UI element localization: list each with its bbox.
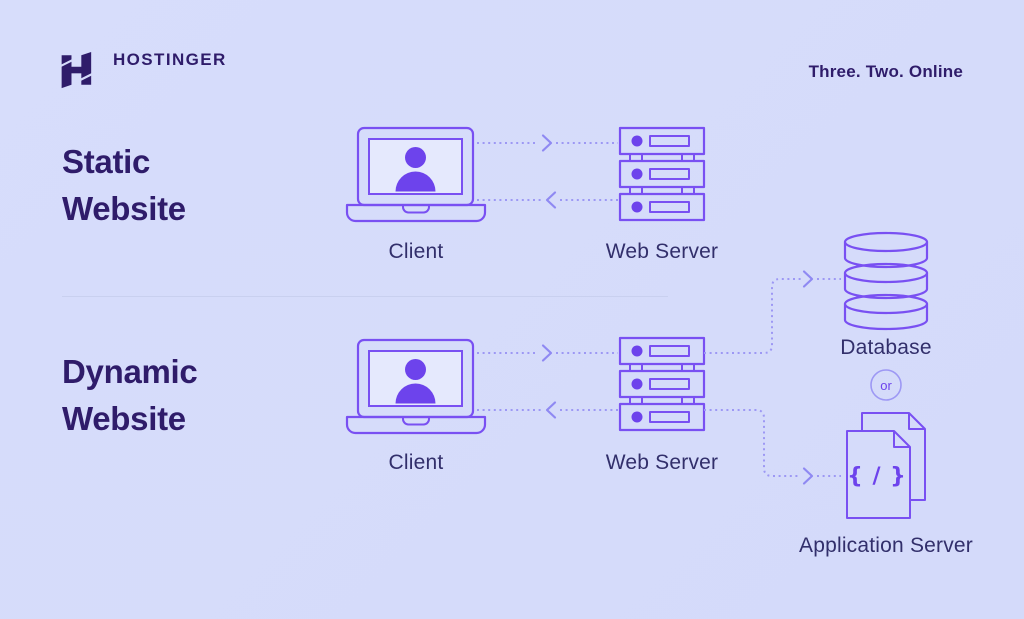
code-documents-icon: { / } [846,412,926,519]
server-to-appserver-connector [704,409,841,485]
static-client-label: Client [388,240,444,263]
dynamic-web-server-label: Web Server [605,451,719,474]
database-label: Database [840,336,932,359]
static-response-arrow-icon [477,191,618,209]
static-client-laptop-icon [345,126,487,223]
brand-name: HOSTINGER [113,50,227,69]
hostinger-logo-icon [60,52,93,89]
dynamic-web-server-icon [618,336,706,432]
dynamic-client-laptop-icon [345,338,487,435]
static-website-title: Static Website [62,138,362,232]
brand-header: HOSTINGER [60,50,227,70]
or-badge-label: or [880,378,892,393]
static-title-line2: Website [62,190,186,227]
static-web-server-icon [618,126,706,222]
application-server-label: Application Server [798,534,974,557]
code-glyph: { / } [847,464,907,489]
server-to-database-connector [704,270,841,354]
dynamic-website-title: Dynamic Website [62,348,362,442]
static-web-server-label: Web Server [605,240,719,263]
static-request-arrow-icon [477,134,618,152]
dynamic-response-arrow-icon [477,401,618,419]
section-divider [62,296,668,297]
dynamic-title-line1: Dynamic [62,353,198,390]
static-title-line1: Static [62,143,151,180]
or-circle-badge: or [870,369,902,401]
brand-tagline: Three. Two. Online [808,62,963,81]
database-cylinder-icon [843,231,929,331]
dynamic-request-arrow-icon [477,344,618,362]
dynamic-title-line2: Website [62,400,186,437]
dynamic-client-label: Client [388,451,444,474]
